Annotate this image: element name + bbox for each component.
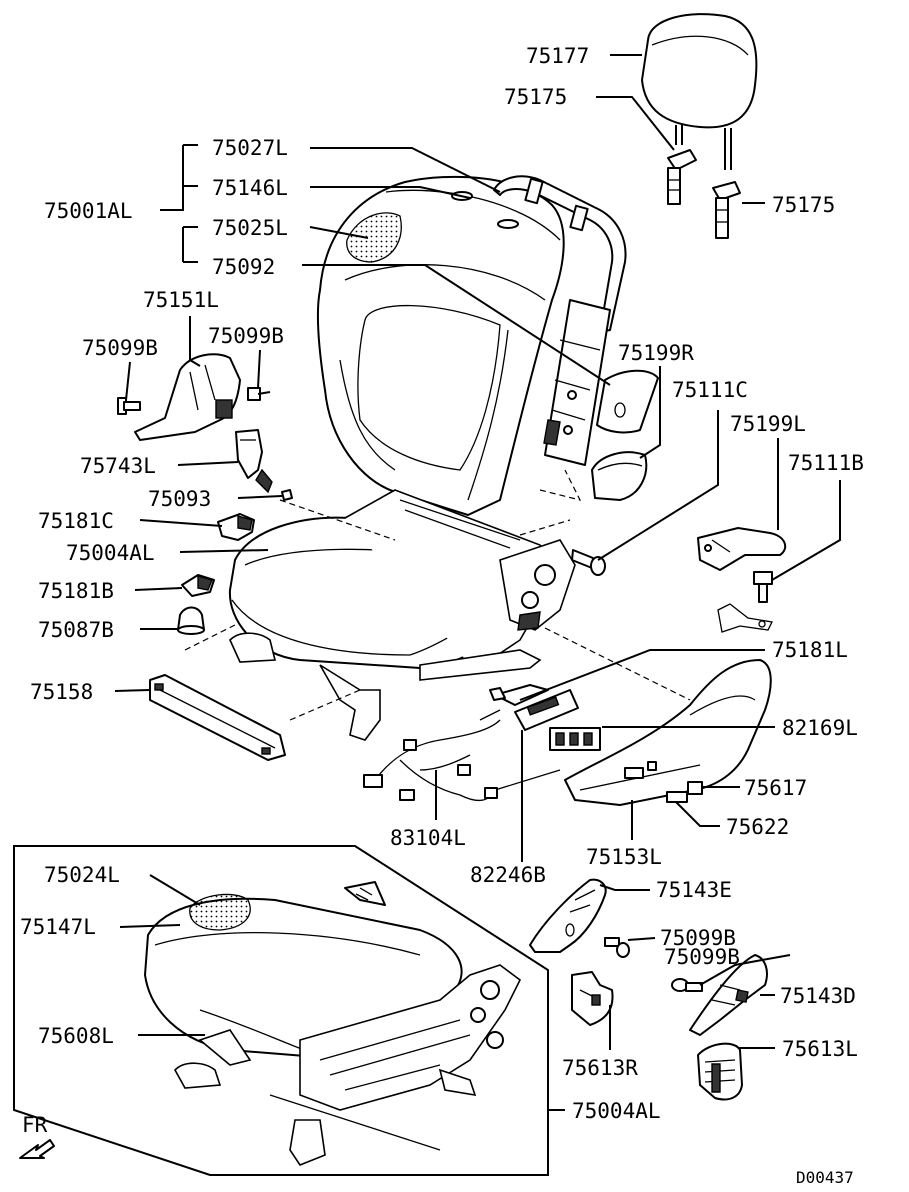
headrest-guide-right — [712, 181, 741, 239]
inset-marker — [344, 881, 386, 906]
leader-dash-3 — [544, 627, 691, 701]
rail-cover-75158 — [149, 674, 286, 761]
label-75158: 75158 — [30, 680, 93, 704]
label-75027L: 75027L — [212, 136, 288, 160]
knob-75617 — [687, 781, 703, 795]
label-75099B-c: 75099B — [660, 926, 736, 950]
label-75146L: 75146L — [212, 176, 288, 200]
label-75099B-b: 75099B — [208, 324, 284, 348]
label-75099B-d: 75099B — [664, 945, 740, 969]
front-arrow-icon — [19, 1139, 55, 1159]
label-75181B: 75181B — [38, 579, 114, 603]
front-direction-label: FR — [22, 1113, 48, 1137]
wiring-harness — [363, 709, 561, 802]
label-75199R: 75199R — [618, 341, 694, 365]
headrest — [641, 13, 758, 170]
cap-75087B — [177, 606, 205, 635]
screw-75099B-c — [604, 937, 630, 958]
label-75092: 75092 — [212, 255, 275, 279]
bolt-75111B — [753, 571, 773, 603]
label-75175-a: 75175 — [504, 85, 567, 109]
trim-75143E — [529, 878, 607, 953]
side-cover-75153L — [564, 659, 772, 806]
headrest-guide-left — [667, 149, 697, 205]
switch-82169L — [549, 727, 601, 751]
recliner-bolt — [571, 549, 606, 576]
label-75617: 75617 — [744, 776, 807, 800]
label-75143D: 75143D — [780, 984, 856, 1008]
label-75111C: 75111C — [672, 378, 748, 402]
label-75001AL: 75001AL — [44, 199, 133, 223]
switch-bracket-82246B — [494, 684, 579, 731]
side-bracket-75199L — [697, 527, 787, 571]
label-82246B: 82246B — [470, 863, 546, 887]
label-75613R: 75613R — [562, 1056, 638, 1080]
part-labels: 75177 75175 75175 75027L 75146L 75001AL … — [20, 44, 864, 1187]
label-75175-b: 75175 — [772, 193, 835, 217]
label-75199L: 75199L — [730, 412, 806, 436]
cover-75613L — [697, 1042, 743, 1101]
seat-frame-upper — [229, 489, 576, 741]
seat-back-frame — [493, 175, 627, 466]
leader-dash-6 — [519, 519, 571, 536]
label-75151L: 75151L — [143, 288, 219, 312]
trim-75143D — [689, 954, 768, 1036]
screw-75099B-left — [117, 397, 141, 415]
inset-marker-lines — [355, 887, 373, 901]
bracket-hole — [758, 620, 766, 628]
label-75093: 75093 — [148, 487, 211, 511]
inset-box — [13, 845, 549, 1176]
label-75025L: 75025L — [212, 216, 288, 240]
cover-75613R — [571, 971, 614, 1026]
leader-dash-1 — [279, 499, 396, 541]
leader-dash-2 — [539, 469, 582, 501]
seat-frame-inset — [174, 964, 522, 1166]
back-hinge-cover-right — [596, 369, 659, 434]
seatbelt-buckle — [235, 429, 273, 494]
diagram-code: D00437 — [796, 1168, 854, 1187]
label-75181L: 75181L — [772, 638, 848, 662]
label-75177: 75177 — [526, 44, 589, 68]
label-75622: 75622 — [726, 815, 789, 839]
label-75024L: 75024L — [44, 863, 120, 887]
knob-75622 — [666, 791, 688, 803]
label-75743L: 75743L — [80, 454, 156, 478]
label-75147L: 75147L — [20, 915, 96, 939]
clip-75181B — [181, 574, 215, 597]
label-75099B-a: 75099B — [82, 336, 158, 360]
clip-75093 — [281, 489, 293, 501]
seat-back — [316, 175, 565, 516]
back-hinge-cover-left — [591, 451, 648, 501]
leader-lines — [114, 54, 841, 1111]
label-75087B: 75087B — [38, 618, 114, 642]
label-75613L: 75613L — [782, 1037, 858, 1061]
label-75153L: 75153L — [586, 845, 662, 869]
label-75004AL-a: 75004AL — [66, 541, 155, 565]
label-75181C: 75181C — [38, 509, 114, 533]
label-75608L: 75608L — [38, 1024, 114, 1048]
label-83104L: 83104L — [390, 826, 466, 850]
bracket-outline — [717, 603, 773, 633]
screw-75099B-right — [247, 387, 271, 401]
label-75004AL-b: 75004AL — [572, 1099, 661, 1123]
label-75111B: 75111B — [788, 451, 864, 475]
screw-75099B-d — [671, 978, 703, 992]
clip-75181C — [217, 513, 255, 541]
label-75143E: 75143E — [656, 878, 732, 902]
small-clip — [489, 687, 506, 701]
leader-dash-4 — [289, 689, 361, 721]
side-shield-75151L — [134, 353, 241, 441]
label-82169L: 82169L — [782, 716, 858, 740]
